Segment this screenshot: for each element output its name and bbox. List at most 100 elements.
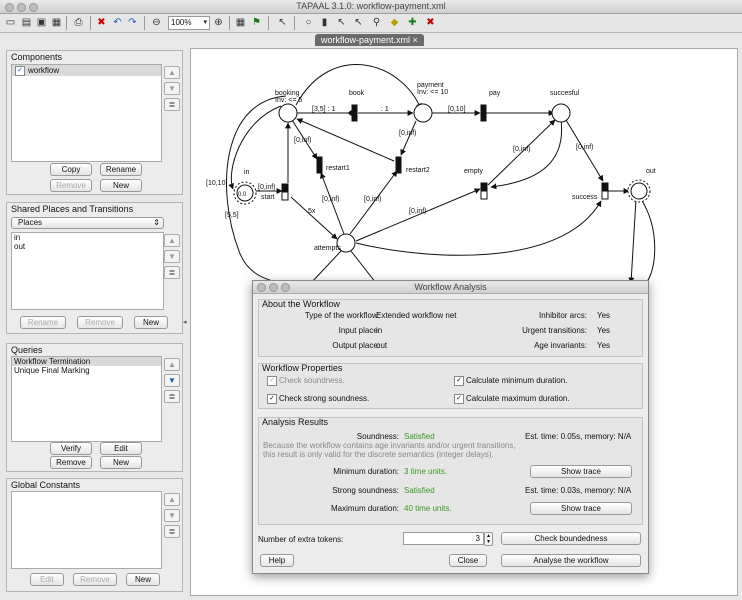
calc-max-checkbox[interactable]: ✓ — [454, 394, 464, 404]
sort-button[interactable]: ≣ — [164, 98, 180, 111]
move-down-button[interactable]: ▼ — [164, 374, 180, 387]
arc-tool-icon[interactable]: ↖ — [337, 17, 346, 28]
grid-icon[interactable]: ▦ — [235, 17, 246, 28]
zoom-select[interactable]: 100%▾ — [168, 16, 210, 30]
delete-icon[interactable]: ✖ — [97, 17, 106, 28]
soundness-label: Soundness: — [356, 432, 399, 441]
close-button[interactable]: Close — [449, 554, 487, 567]
move-down-button[interactable]: ▼ — [164, 82, 180, 95]
copy-button[interactable]: Copy — [50, 163, 92, 176]
dialog-minimize-button[interactable] — [269, 283, 278, 292]
remove-button[interactable]: Remove — [77, 316, 123, 329]
shared-list[interactable]: in out — [11, 232, 164, 310]
move-up-button[interactable]: ▲ — [164, 493, 180, 506]
add-token-icon[interactable]: ✚ — [408, 17, 417, 28]
transition-restart1[interactable] — [316, 156, 323, 174]
component-checkbox[interactable]: ✓ — [15, 66, 25, 76]
save-as-icon[interactable]: ▦ — [51, 17, 62, 28]
place-tool-icon[interactable]: ○ — [305, 17, 312, 28]
remove-button[interactable]: Remove — [73, 573, 117, 586]
show-trace-max-button[interactable]: Show trace — [530, 502, 632, 515]
place-payment[interactable] — [413, 103, 433, 123]
dialog-zoom-button[interactable] — [281, 283, 290, 292]
new-button[interactable]: New — [134, 316, 168, 329]
extra-tokens-stepper[interactable]: ▴▾ — [484, 532, 493, 546]
check-soundness-label: Check soundness. — [279, 376, 345, 385]
place-attempts[interactable] — [336, 233, 356, 253]
min-duration-label: Minimum duration: — [333, 467, 399, 476]
list-item[interactable]: Unique Final Marking — [14, 366, 90, 375]
components-list[interactable]: ✓ workflow — [11, 64, 162, 162]
flag-icon[interactable]: ⚑ — [252, 17, 261, 28]
queries-title: Queries — [11, 345, 43, 355]
move-down-button[interactable]: ▼ — [164, 250, 180, 263]
arc — [296, 118, 395, 162]
save-icon[interactable]: ▣ — [36, 17, 47, 28]
remove-token-icon[interactable]: ✖ — [426, 17, 435, 28]
queries-list[interactable]: Workflow Termination Unique Final Markin… — [11, 356, 162, 442]
print-icon[interactable]: ⎙ — [74, 17, 83, 28]
list-item[interactable]: out — [14, 242, 26, 251]
check-boundedness-button[interactable]: Check boundedness — [501, 532, 641, 545]
sort-button[interactable]: ≣ — [164, 390, 180, 403]
open-file-icon[interactable]: ▤ — [21, 17, 32, 28]
constants-list[interactable] — [11, 491, 162, 569]
zoom-window-button[interactable] — [29, 3, 38, 12]
show-trace-min-button[interactable]: Show trace — [530, 465, 632, 478]
move-up-button[interactable]: ▲ — [164, 358, 180, 371]
list-item[interactable]: Workflow Termination — [12, 357, 161, 366]
arc — [400, 120, 417, 156]
annotation-tool-icon[interactable]: ◆ — [390, 17, 399, 28]
dialog-close-button[interactable] — [257, 283, 266, 292]
remove-button[interactable]: Remove — [50, 456, 92, 469]
list-item[interactable]: ✓ workflow — [12, 65, 161, 76]
new-file-icon[interactable]: ▭ — [5, 17, 16, 28]
list-item[interactable]: in — [14, 233, 21, 242]
new-button[interactable]: New — [100, 179, 142, 192]
analyse-workflow-button[interactable]: Analyse the workflow — [501, 554, 641, 567]
move-up-button[interactable]: ▲ — [164, 66, 180, 79]
collapse-icon[interactable]: ◂ — [183, 319, 187, 326]
edit-button[interactable]: Edit — [30, 573, 64, 586]
transition-pay[interactable] — [480, 104, 487, 122]
zoom-out-icon[interactable]: ⊖ — [152, 17, 161, 28]
place-booking[interactable] — [278, 103, 298, 123]
minimize-window-button[interactable] — [17, 3, 26, 12]
place-out[interactable] — [630, 182, 648, 200]
sort-button[interactable]: ≣ — [164, 266, 180, 279]
transition-restart2[interactable] — [395, 156, 402, 174]
check-strong-soundness-checkbox[interactable]: ✓ — [267, 394, 277, 404]
move-down-button[interactable]: ▼ — [164, 509, 180, 522]
extra-tokens-field[interactable]: 3 — [403, 532, 484, 545]
select-tool-icon[interactable]: ↖ — [278, 17, 287, 28]
soundness-estimate: Est. time: 0.05s, memory: N/A — [525, 432, 632, 441]
undo-icon[interactable]: ↶ — [113, 17, 122, 28]
empty-label: empty — [464, 168, 484, 175]
close-tab-icon[interactable]: × — [412, 35, 418, 45]
move-up-button[interactable]: ▲ — [164, 234, 180, 247]
help-button[interactable]: Help — [260, 554, 294, 567]
remove-button[interactable]: Remove — [50, 179, 92, 192]
sort-button[interactable]: ≣ — [164, 525, 180, 538]
rename-button[interactable]: Rename — [20, 316, 66, 329]
place-succesful[interactable] — [551, 103, 571, 123]
transition-tool-icon[interactable]: ▮ — [321, 17, 328, 28]
inhibitor-arc-tool-icon[interactable]: ↖ — [354, 17, 363, 28]
zoom-in-icon[interactable]: ⊕ — [214, 17, 223, 28]
shared-type-select[interactable]: Places⇕ — [11, 217, 164, 229]
calc-min-checkbox[interactable]: ✓ — [454, 376, 464, 386]
results-title: Analysis Results — [262, 417, 329, 427]
check-soundness-checkbox[interactable]: ✓ — [267, 376, 277, 386]
transition-book[interactable] — [351, 104, 358, 122]
edit-button[interactable]: Edit — [100, 442, 142, 455]
new-button[interactable]: New — [100, 456, 142, 469]
rename-button[interactable]: Rename — [100, 163, 142, 176]
arc-label: [0,inf) — [294, 137, 312, 144]
place-in[interactable] — [236, 184, 254, 202]
redo-icon[interactable]: ↷ — [128, 17, 137, 28]
token-tool-icon[interactable]: ⚲ — [372, 17, 381, 28]
new-button[interactable]: New — [126, 573, 160, 586]
close-window-button[interactable] — [5, 3, 14, 12]
tab-workflow-payment[interactable]: workflow-payment.xml × — [315, 34, 424, 46]
verify-button[interactable]: Verify — [50, 442, 92, 455]
